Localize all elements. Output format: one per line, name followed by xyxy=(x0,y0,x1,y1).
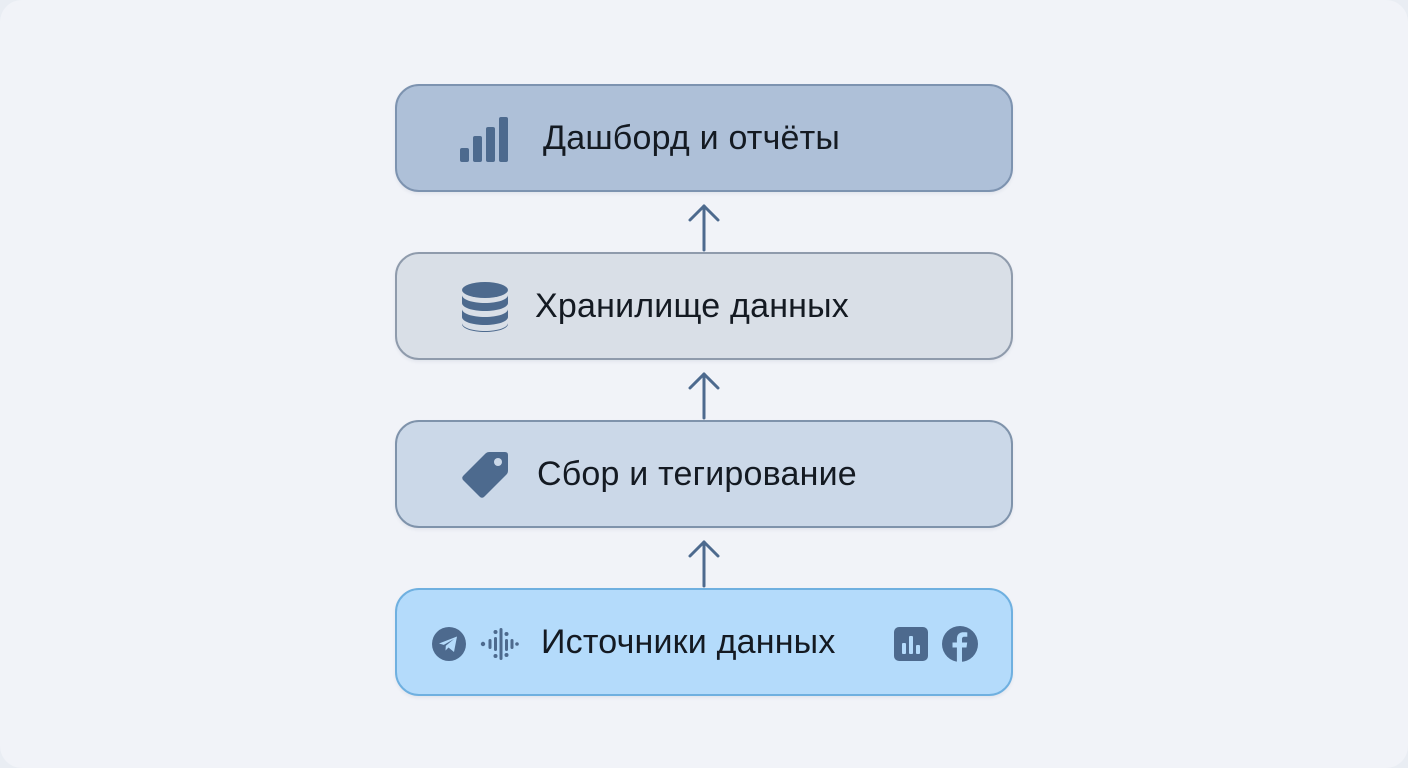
database-icon xyxy=(462,282,508,332)
layer-tagging: Сбор и тегирование xyxy=(395,420,1013,528)
layer-dashboard: Дашборд и отчёты xyxy=(395,84,1013,192)
bar-chart-icon xyxy=(460,117,508,162)
layer-label: Сбор и тегирование xyxy=(537,454,857,493)
layer-sources: Источники данных xyxy=(395,588,1013,696)
telegram-icon xyxy=(432,627,466,661)
arrow-up-icon xyxy=(688,204,720,252)
arrow-up-icon xyxy=(688,372,720,420)
tag-icon xyxy=(462,452,508,498)
layer-label: Дашборд и отчёты xyxy=(543,118,841,157)
analytics-icon xyxy=(894,627,928,661)
layer-label: Источники данных xyxy=(541,622,836,661)
arrow-up-icon xyxy=(688,540,720,588)
facebook-icon xyxy=(942,626,978,662)
layer-label: Хранилище данных xyxy=(535,286,849,325)
podcast-icon xyxy=(480,628,519,660)
layer-storage: Хранилище данных xyxy=(395,252,1013,360)
